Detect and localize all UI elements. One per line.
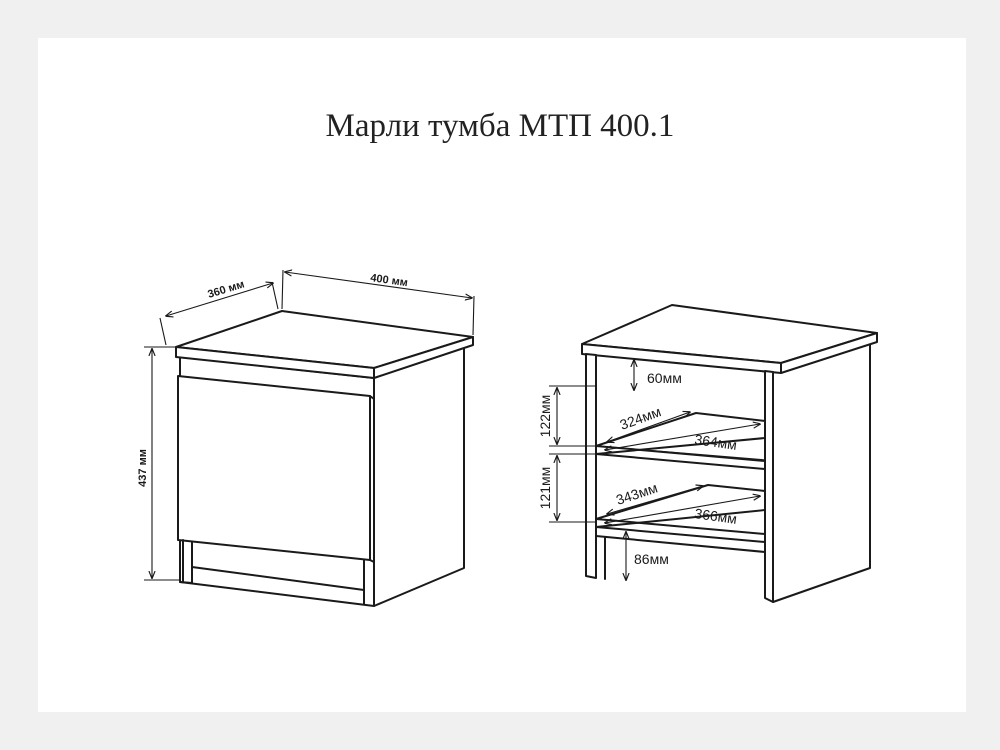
left-cabinet [175,310,474,607]
shelf2-width-label: 366мм [694,505,738,527]
right-cabinet [581,304,878,603]
bottom-gap-label: 86мм [634,551,669,567]
right-cabinet-top-edge-side [780,332,878,374]
width-label: 400 мм [370,272,409,289]
right-cabinet-left-panel [585,353,597,579]
left-cabinet-top-edge-side [373,336,474,379]
right-cabinet-side [772,339,871,603]
shelf2-height-label: 121мм [537,467,553,510]
page-title: Марли тумба МТП 400.1 [325,108,675,144]
right-dimensions: 60мм 122мм 324мм 364мм 121мм 343мм 366мм… [537,360,760,580]
right-cabinet-right-edge [764,370,774,603]
left-cabinet-drawer [177,375,371,561]
left-cabinet-side [373,344,465,607]
left-dimensions: 360 мм 400 мм 437 мм [137,270,475,581]
top-gap-label: 60мм [647,370,682,386]
height-label: 437 мм [137,449,149,487]
shelf1-width-label: 364мм [694,431,738,453]
shelf1-height-label: 122мм [537,395,553,438]
